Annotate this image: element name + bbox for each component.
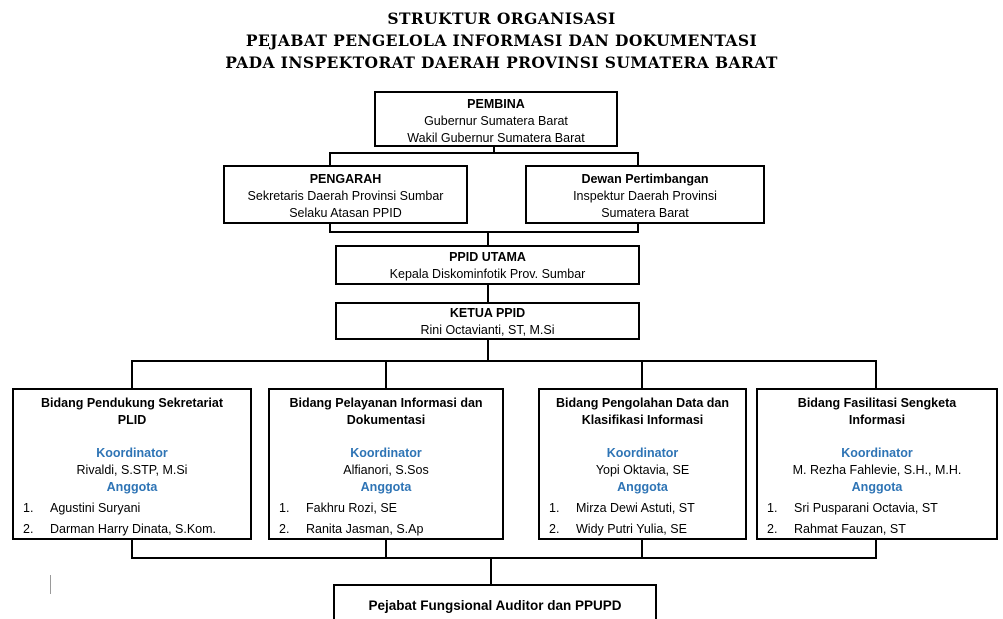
anggota-item-name: Agustini Suryani [50, 501, 141, 515]
connector-drop-bidang-3 [641, 360, 643, 389]
anggota-item: 2. Widy Putri Yulia, SE [540, 519, 745, 540]
anggota-list: 1. Agustini Suryani 2. Darman Harry Dina… [14, 498, 250, 540]
pejabat-fungsional-title: Pejabat Fungsional Auditor dan PPUPD [368, 598, 622, 613]
connector-dewan-top [637, 152, 639, 166]
connector-to-ppid-utama [487, 231, 489, 246]
anggota-item: 2. Rahmat Fauzan, ST [758, 519, 996, 540]
koordinator-name: M. Rezha Fahlevie, S.H., M.H. [792, 463, 962, 477]
pejabat-fungsional-box: Pejabat Fungsional Auditor dan PPUPD [333, 584, 657, 619]
anggota-item-name: Fakhru Rozi, SE [306, 501, 398, 515]
page-title-line-1: STRUKTUR ORGANISASI [387, 9, 616, 28]
pengarah-line-2: Selaku Atasan PPID [289, 206, 402, 220]
pengarah-title: PENGARAH [309, 172, 382, 186]
bidang-pelayanan-informasi-box: Bidang Pelayanan Informasi dan Dokumenta… [268, 388, 504, 540]
anggota-item-number: 1. [279, 501, 290, 515]
dewan-pertimbangan-title: Dewan Pertimbangan [581, 172, 709, 186]
anggota-label: Anggota [617, 480, 668, 494]
connector-riser-bidang-4 [875, 538, 877, 559]
koordinator-label: Koordinator [96, 446, 168, 460]
connector-riser-bidang-3 [641, 538, 643, 559]
connector-pengarah-bottom [329, 222, 331, 233]
koordinator-name: Yopi Oktavia, SE [595, 463, 690, 477]
anggota-item-number: 2. [549, 522, 560, 536]
koordinator-label: Koordinator [606, 446, 679, 460]
anggota-list: 1. Sri Pusparani Octavia, ST 2. Rahmat F… [758, 498, 996, 540]
koordinator-name: Rivaldi, S.STP, M.Si [76, 463, 188, 477]
connector-to-footer [490, 557, 492, 586]
koordinator-label: Koordinator [350, 446, 422, 460]
bidang-title: Bidang Fasilitasi Sengketa Informasi [797, 396, 957, 427]
anggota-item: 2. Darman Harry Dinata, S.Kom. [14, 519, 250, 540]
connector-level2-top [329, 152, 639, 154]
bidang-pendukung-sekretariat-box: Bidang Pendukung Sekretariat PLID Koordi… [12, 388, 252, 540]
koordinator-label: Koordinator [841, 446, 913, 460]
anggota-item-name: Sri Pusparani Octavia, ST [794, 501, 938, 515]
connector-ppid-to-ketua [487, 283, 489, 303]
anggota-item-number: 2. [23, 522, 34, 536]
page-title-line-3: PADA INSPEKTORAT DAERAH PROVINSI SUMATER… [225, 53, 778, 72]
anggota-item-number: 1. [23, 501, 34, 515]
connector-drop-bidang-2 [385, 360, 387, 389]
pembina-box: PEMBINA Gubernur Sumatera Barat Wakil Gu… [374, 91, 618, 147]
anggota-item: 1. Fakhru Rozi, SE [270, 498, 502, 519]
anggota-item-name: Mirza Dewi Astuti, ST [576, 501, 695, 515]
page-title: STRUKTUR ORGANISASI PEJABAT PENGELOLA IN… [0, 8, 1003, 74]
koordinator-name: Alfianori, S.Sos [343, 463, 429, 477]
anggota-item: 1. Sri Pusparani Octavia, ST [758, 498, 996, 519]
dewan-pertimbangan-box: Dewan Pertimbangan Inspektur Daerah Prov… [525, 165, 765, 224]
pembina-line-2: Wakil Gubernur Sumatera Barat [407, 131, 585, 145]
bidang-fasilitasi-sengketa-box: Bidang Fasilitasi Sengketa Informasi Koo… [756, 388, 998, 540]
connector-level2-bottom [329, 231, 639, 233]
stray-mark [50, 575, 51, 594]
bidang-title: Bidang Pelayanan Informasi dan Dokumenta… [289, 396, 483, 427]
anggota-item-name: Widy Putri Yulia, SE [576, 522, 687, 536]
ketua-ppid-line-1: Rini Octavianti, ST, M.Si [420, 323, 555, 337]
page-title-line-2: PEJABAT PENGELOLA INFORMASI DAN DOKUMENT… [245, 31, 758, 50]
ppid-utama-box: PPID UTAMA Kepala Diskominfotik Prov. Su… [335, 245, 640, 285]
bidang-pengolahan-data-box: Bidang Pengolahan Data dan Klasifikasi I… [538, 388, 747, 540]
bidang-title: Bidang Pengolahan Data dan Klasifikasi I… [556, 396, 729, 427]
ketua-ppid-title: KETUA PPID [449, 306, 526, 320]
pengarah-line-1: Sekretaris Daerah Provinsi Sumbar [247, 189, 444, 203]
anggota-item-number: 1. [767, 501, 778, 515]
anggota-item-number: 2. [767, 522, 778, 536]
anggota-item: 1. Agustini Suryani [14, 498, 250, 519]
connector-pengarah-top [329, 152, 331, 166]
connector-drop-bidang-4 [875, 360, 877, 389]
dewan-pertimbangan-line-1: Inspektur Daerah Provinsi [573, 189, 717, 203]
connector-bidang-distribution-bottom [131, 557, 877, 559]
pembina-title: PEMBINA [467, 97, 525, 111]
pembina-line-1: Gubernur Sumatera Barat [424, 114, 568, 128]
pengarah-box: PENGARAH Sekretaris Daerah Provinsi Sumb… [223, 165, 468, 224]
connector-pembina-down [493, 145, 495, 154]
anggota-list: 1. Fakhru Rozi, SE 2. Ranita Jasman, S.A… [270, 498, 502, 540]
connector-riser-bidang-2 [385, 538, 387, 559]
anggota-label: Anggota [360, 480, 412, 494]
ppid-utama-title: PPID UTAMA [449, 250, 526, 264]
connector-dewan-bottom [637, 222, 639, 233]
ketua-ppid-box: KETUA PPID Rini Octavianti, ST, M.Si [335, 302, 640, 340]
anggota-item: 2. Ranita Jasman, S.Ap [270, 519, 502, 540]
anggota-item-name: Rahmat Fauzan, ST [794, 522, 906, 536]
bidang-title: Bidang Pendukung Sekretariat PLID [41, 396, 223, 427]
anggota-item-name: Darman Harry Dinata, S.Kom. [50, 522, 217, 536]
anggota-label: Anggota [851, 480, 903, 494]
ppid-utama-line-1: Kepala Diskominfotik Prov. Sumbar [389, 267, 586, 281]
anggota-item-name: Ranita Jasman, S.Ap [306, 522, 424, 536]
connector-drop-bidang-1 [131, 360, 133, 389]
connector-bidang-distribution-top [131, 360, 877, 362]
anggota-list: 1. Mirza Dewi Astuti, ST 2. Widy Putri Y… [540, 498, 745, 540]
anggota-item: 1. Mirza Dewi Astuti, ST [540, 498, 745, 519]
connector-riser-bidang-1 [131, 538, 133, 559]
anggota-label: Anggota [106, 480, 158, 494]
connector-ketua-down [487, 338, 489, 362]
dewan-pertimbangan-line-2: Sumatera Barat [601, 206, 689, 220]
anggota-item-number: 2. [279, 522, 290, 536]
anggota-item-number: 1. [549, 501, 560, 515]
